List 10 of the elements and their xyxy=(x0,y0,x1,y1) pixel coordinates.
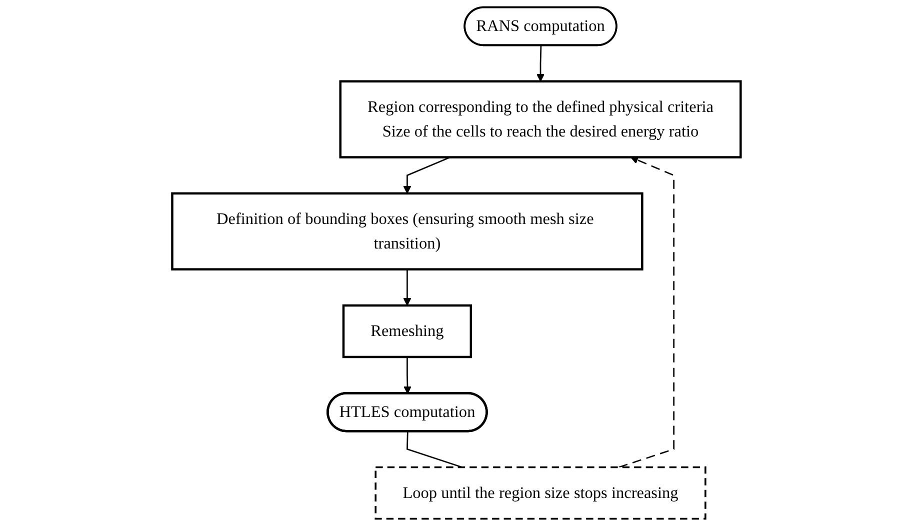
node-box: Region corresponding to the defined physical criteria Size of the cells to reach the desired energy ratio xyxy=(338,80,742,158)
connector xyxy=(406,432,462,468)
node-box: Remeshing xyxy=(342,304,472,358)
arrow xyxy=(402,269,411,306)
arrow xyxy=(402,156,450,194)
arrow xyxy=(536,46,544,82)
node-box: Loop until the region size stops increasing xyxy=(374,466,706,520)
node-box: Definition of bounding boxes (ensuring smooth mesh size transition) xyxy=(170,192,643,270)
arrow xyxy=(403,356,412,394)
arrow xyxy=(618,156,674,468)
